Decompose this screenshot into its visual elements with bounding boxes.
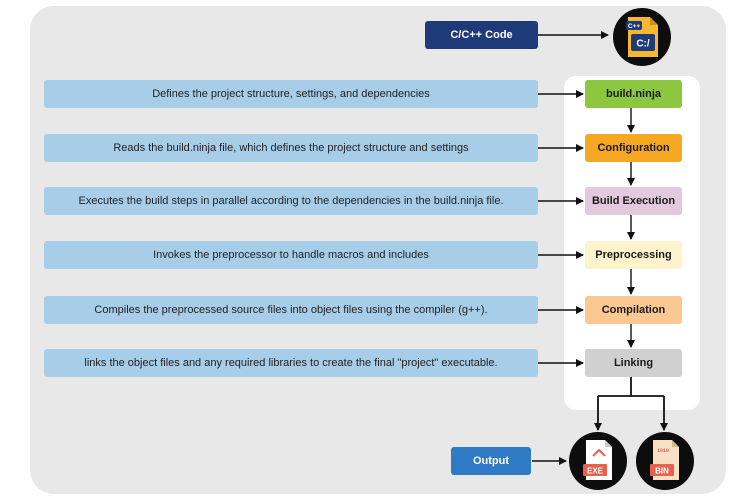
output-label-box: Output: [451, 447, 531, 475]
step-description: Compiles the preprocessed source files i…: [44, 296, 538, 324]
step-build-ninja: build.ninja: [585, 80, 682, 108]
step-description: Invokes the preprocessor to handle macro…: [44, 241, 538, 269]
step-preprocessing: Preprocessing: [585, 241, 682, 269]
step-build-execution: Build Execution: [585, 187, 682, 215]
exe-icon-text: EXE: [587, 467, 604, 476]
cpp-badge-text: C++: [628, 23, 640, 30]
step-compilation: Compilation: [585, 296, 682, 324]
step-description: Defines the project structure, settings,…: [44, 80, 538, 108]
bin-digits-text: 1010: [657, 448, 669, 454]
bin-file-icon: 1010 BIN: [650, 440, 679, 480]
step-configuration: Configuration: [585, 134, 682, 162]
input-file-circle: C++ C:/: [613, 8, 671, 66]
cpp-icon-text: C:/: [636, 39, 650, 50]
step-description: Reads the build.ninja file, which define…: [44, 134, 538, 162]
input-label-box: C/C++ Code: [425, 21, 538, 49]
step-description: links the object files and any required …: [44, 349, 538, 377]
exe-file-circle: EXE: [569, 432, 627, 490]
exe-file-icon: EXE: [583, 440, 612, 480]
step-linking: Linking: [585, 349, 682, 377]
cpp-file-icon: C++ C:/: [626, 17, 658, 57]
step-description: Executes the build steps in parallel acc…: [44, 187, 538, 215]
bin-icon-text: BIN: [655, 467, 669, 476]
bin-file-circle: 1010 BIN: [636, 432, 694, 490]
